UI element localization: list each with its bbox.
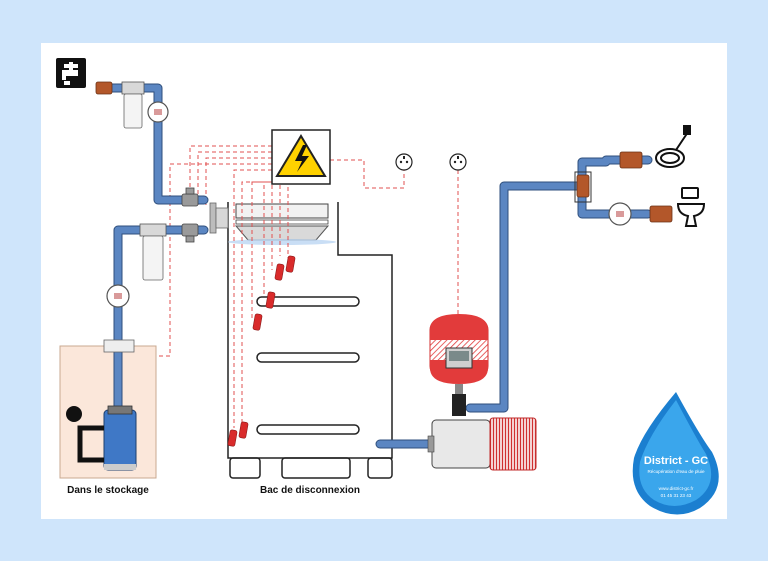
water-drop-logo-icon: District - GC Récupération d'eau de plui…	[632, 392, 719, 515]
ball-valves	[181, 187, 199, 243]
tank-inlet-float	[209, 202, 336, 245]
tee-fitting	[574, 171, 592, 203]
meter-faces	[114, 109, 624, 299]
expansion-vessel	[429, 314, 489, 394]
garden-hose-icon	[655, 125, 691, 168]
power-outlet-icon	[395, 153, 467, 171]
electrical-panel-icon	[271, 129, 331, 185]
pump-icon	[427, 394, 537, 471]
logo-website: www.district-gc.fr	[659, 486, 694, 491]
valves	[95, 81, 673, 223]
logo-tagline: Récupération d'eau de pluie	[647, 469, 705, 474]
outlet-pins	[399, 156, 463, 164]
disconnection-tank	[227, 202, 393, 479]
tank-label: Bac de disconnexion	[260, 485, 360, 496]
logo-phone: 01 45 31 23 43	[661, 493, 692, 498]
toilet-icon	[676, 187, 706, 227]
pipe-sleeve	[103, 339, 135, 353]
water-filter-top	[121, 81, 145, 129]
submersible-pump	[66, 405, 137, 471]
water-filter-bottom	[139, 223, 167, 281]
water-meter	[106, 101, 632, 308]
level-sensors	[227, 255, 296, 447]
storage-label: Dans le stockage	[67, 485, 149, 496]
faucet-icon	[56, 58, 86, 88]
logo-name: District - GC	[644, 455, 708, 467]
